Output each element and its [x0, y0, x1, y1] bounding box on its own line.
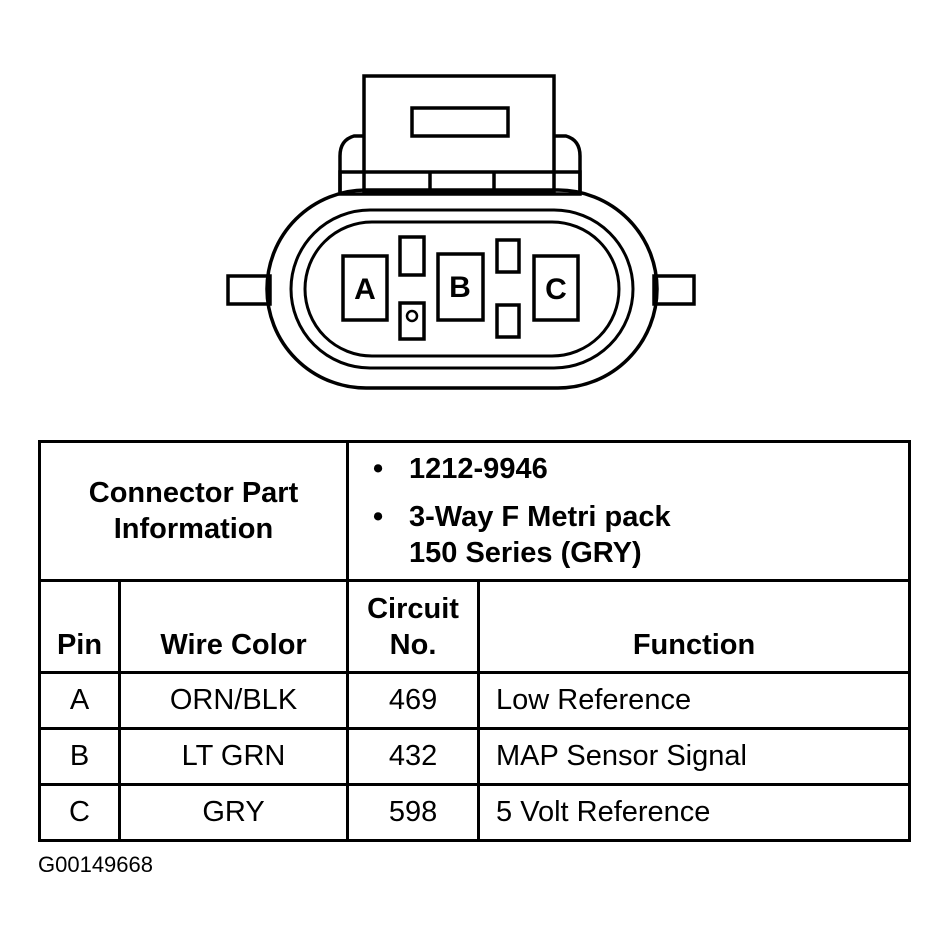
row-circuit: 598 [346, 783, 481, 842]
part-list-item: • 3-Way F Metri pack 150 Series (GRY) [373, 501, 671, 569]
pin-b-cavity [436, 252, 485, 322]
connector-lock-slot [410, 106, 510, 138]
connector-shoulder-left [338, 134, 364, 192]
connector-lock-tab [362, 74, 556, 194]
figure-code: G00149668 [38, 852, 153, 877]
row-pin: B [38, 727, 121, 786]
row-circuit: 432 [346, 727, 481, 786]
pin-b-label: B [449, 271, 471, 304]
row-pin: A [38, 671, 121, 730]
row-function: Low Reference [477, 671, 912, 730]
header-function: Function [477, 579, 912, 674]
part-info-values: • 1212-9946 • 3-Way F Metri pack 150 Ser… [346, 440, 912, 582]
pin-a-label: A [354, 273, 376, 306]
connector-ear-right [652, 274, 696, 306]
row-wire-color: LT GRN [117, 727, 350, 786]
key-slot [495, 303, 521, 339]
pin-c-cavity [532, 254, 580, 322]
column-header-row: Pin Wire Color Circuit No. Function [38, 579, 912, 674]
pin-a-cavity [341, 254, 389, 322]
table-row: C GRY 598 5 Volt Reference [38, 783, 912, 842]
connector-housing-outer [265, 188, 659, 390]
row-function: 5 Volt Reference [477, 783, 912, 842]
header-pin: Pin [38, 579, 121, 674]
connector-face-outer [289, 208, 635, 370]
pin-c-label: C [545, 273, 567, 306]
table-row: A ORN/BLK 469 Low Reference [38, 671, 912, 730]
connector-face-inner [303, 220, 621, 358]
connector-info-table: Connector Part Information • 1212-9946 •… [37, 440, 912, 842]
connector-ear-left [226, 274, 272, 306]
row-wire-color: GRY [117, 783, 350, 842]
header-wire-color: Wire Color [117, 579, 350, 674]
part-list-item: • 1212-9946 [373, 453, 548, 485]
row-wire-color: ORN/BLK [117, 671, 350, 730]
header-circuit-no: Circuit No. [346, 579, 481, 674]
key-slot-dot [405, 309, 419, 323]
row-pin: C [38, 783, 121, 842]
table-row: B LT GRN 432 MAP Sensor Signal [38, 727, 912, 786]
row-function: MAP Sensor Signal [477, 727, 912, 786]
connector-diagram: A B C [226, 74, 696, 390]
key-slot [495, 238, 521, 274]
row-circuit: 469 [346, 671, 481, 730]
key-slot [398, 235, 426, 277]
part-info-row: Connector Part Information • 1212-9946 •… [37, 440, 912, 582]
connector-tab-base [338, 170, 582, 196]
connector-shoulder-right [554, 134, 582, 192]
part-info-label: Connector Part Information [37, 440, 350, 582]
part-list: • 1212-9946 • 3-Way F Metri pack 150 Ser… [349, 443, 908, 571]
key-slot [398, 301, 426, 341]
